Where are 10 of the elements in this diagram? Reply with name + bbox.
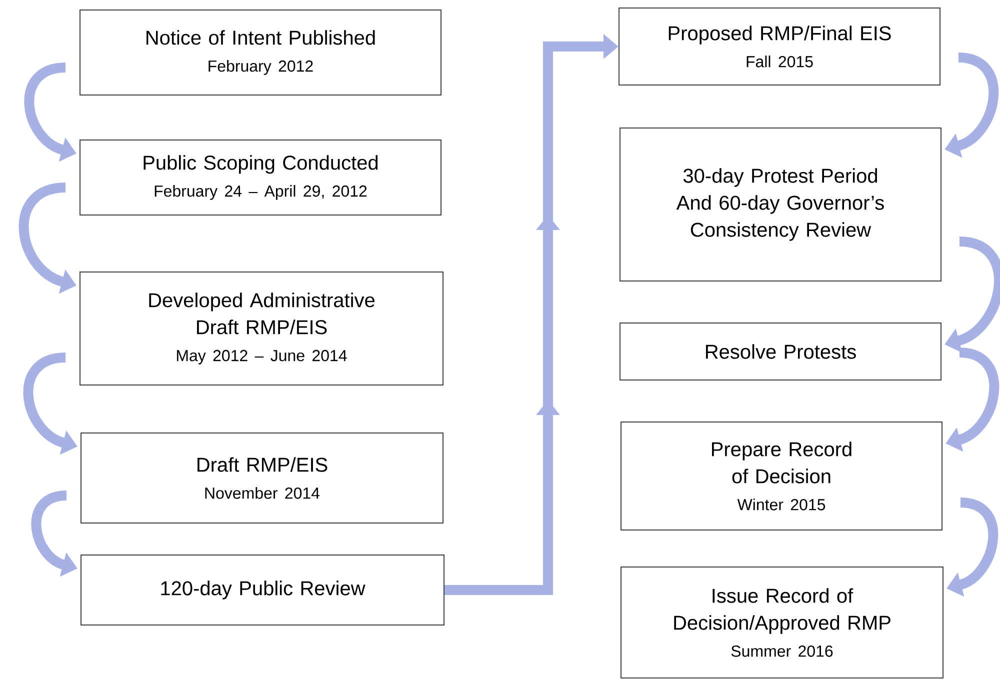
process-box: Resolve Protests	[620, 322, 942, 380]
process-box: Issue Record of Decision/Approved RMP Summer 2016	[620, 566, 944, 678]
process-box: Draft RMP/EIS November 2014	[80, 432, 444, 524]
process-box: Proposed RMP/Final EIS Fall 2015	[618, 8, 941, 86]
process-box: 120-day Public Review	[80, 554, 444, 626]
process-box: Prepare Record of Decision Winter 2015	[620, 422, 943, 530]
process-box: Notice of Intent Published February 2012	[80, 10, 442, 96]
process-box: 30-day Protest Period And 60-day Governor’s Consistency Review	[620, 128, 942, 282]
process-box: Public Scoping Conducted February 24 – April 29, 2012	[80, 140, 442, 216]
process-box: Developed Administrative Draft RMP/EIS May 2012 – June 2014	[80, 272, 444, 386]
